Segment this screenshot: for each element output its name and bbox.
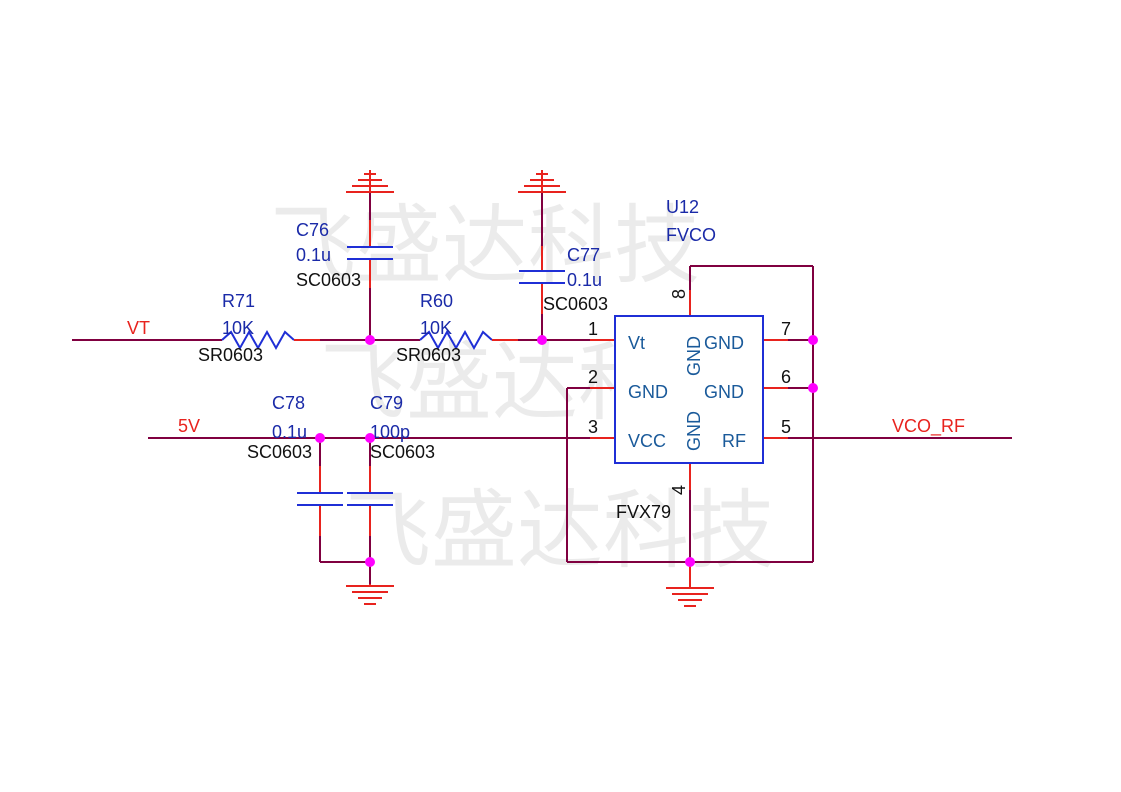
r60-ref: R60 [420,291,453,311]
resistor-r71-zigzag [221,329,295,351]
r71-ref: R71 [222,291,255,311]
pin-4-name: GND [684,411,704,451]
junction-dot [365,335,375,345]
c76-ref: C76 [296,220,329,240]
capacitor-c77: C77 0.1u SC0603 [519,192,608,340]
c76-package: SC0603 [296,270,361,290]
u12-part: FVX79 [616,502,671,522]
u12-ref: U12 [666,197,699,217]
pin-5-number: 5 [781,417,791,437]
c79-package: SC0603 [370,442,435,462]
pin-8-number: 8 [669,289,689,299]
ic-u12: U12 FVCO FVX79 1 2 3 5 6 7 8 4 Vt GND VC… [566,197,1012,563]
ground-symbol-c76 [346,170,394,193]
pin-2-number: 2 [588,367,598,387]
resistor-r60-zigzag [419,329,493,351]
pin-6-number: 6 [781,367,791,387]
r71-package: SR0603 [198,345,263,365]
capacitor-c78: C78 0.1u SC0603 [247,393,370,563]
c79-value: 100p [370,422,410,442]
net-label-vco-rf: VCO_RF [892,416,965,437]
c78-package: SC0603 [247,442,312,462]
junction-dot [808,383,818,393]
pin-1-number: 1 [588,319,598,339]
pin-2-name: GND [628,382,668,402]
vt-net: VT [72,318,222,341]
pin-3-name: VCC [628,431,666,451]
pin-7-number: 7 [781,319,791,339]
ic-u12-body [614,315,764,464]
junctions [315,335,818,567]
watermark-text-1: 飞盛达科技 [270,196,700,296]
c79-ref: C79 [370,393,403,413]
c78-ref: C78 [272,393,305,413]
pin-8-name: GND [684,336,704,376]
pin-5-name: RF [722,431,746,451]
junction-dot [685,557,695,567]
c77-package: SC0603 [543,294,608,314]
c78-value: 0.1u [272,422,307,442]
resistor-r60: R60 10K SR0603 [396,291,615,365]
junction-dot [537,335,547,345]
r60-value: 10K [420,318,452,338]
net-label-vt: VT [127,318,150,338]
net-label-5v: 5V [178,416,200,436]
ground-symbol-c77 [518,170,566,193]
r71-value: 10K [222,318,254,338]
pin-1-name: Vt [628,333,645,353]
junction-dot [365,433,375,443]
capacitor-c79: C79 100p SC0603 [347,393,435,584]
pin-4-number: 4 [669,485,689,495]
pin-3-number: 3 [588,417,598,437]
c76-value: 0.1u [296,245,331,265]
r60-package: SR0603 [396,345,461,365]
capacitor-c76: C76 0.1u SC0603 [296,192,393,340]
junction-dot [365,557,375,567]
junction-dot [808,335,818,345]
junction-dot [315,433,325,443]
pin-7-name: GND [704,333,744,353]
pin-6-name: GND [704,382,744,402]
watermark-text-3: 飞盛达科技 [345,481,775,581]
u12-value: FVCO [666,225,716,245]
ground-symbol-c79 [346,584,394,605]
c77-value: 0.1u [567,270,602,290]
c77-ref: C77 [567,245,600,265]
